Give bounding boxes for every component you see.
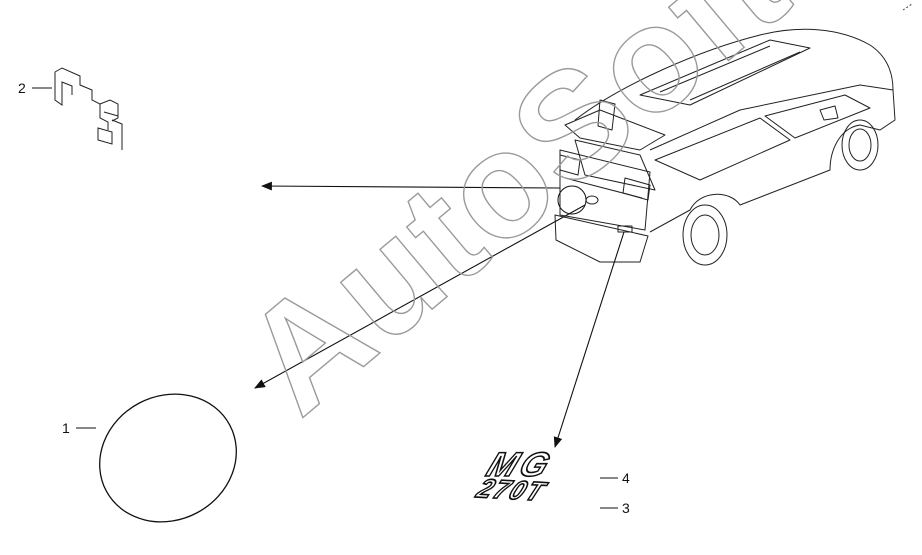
vehicle-illustration (554, 28, 896, 266)
callout-3: 3 (622, 500, 630, 516)
leader-arrow-part-2 (260, 181, 561, 191)
part-2-bracket (54, 67, 123, 150)
part-3-270t-badge: 270T (471, 474, 551, 506)
part-1-ellipse-emblem (99, 393, 237, 523)
emblem-location-marker (557, 185, 587, 215)
callout-4: 4 (622, 470, 630, 486)
leader-arrow-part-1 (254, 204, 586, 389)
corner-mark (902, 3, 913, 11)
watermark: AutoSoft (213, 0, 818, 445)
callout-1: 1 (62, 420, 70, 436)
callout-2: 2 (18, 80, 26, 96)
leader-arrow-badge (553, 231, 625, 449)
part-4-mg-badge: MG (481, 446, 559, 483)
